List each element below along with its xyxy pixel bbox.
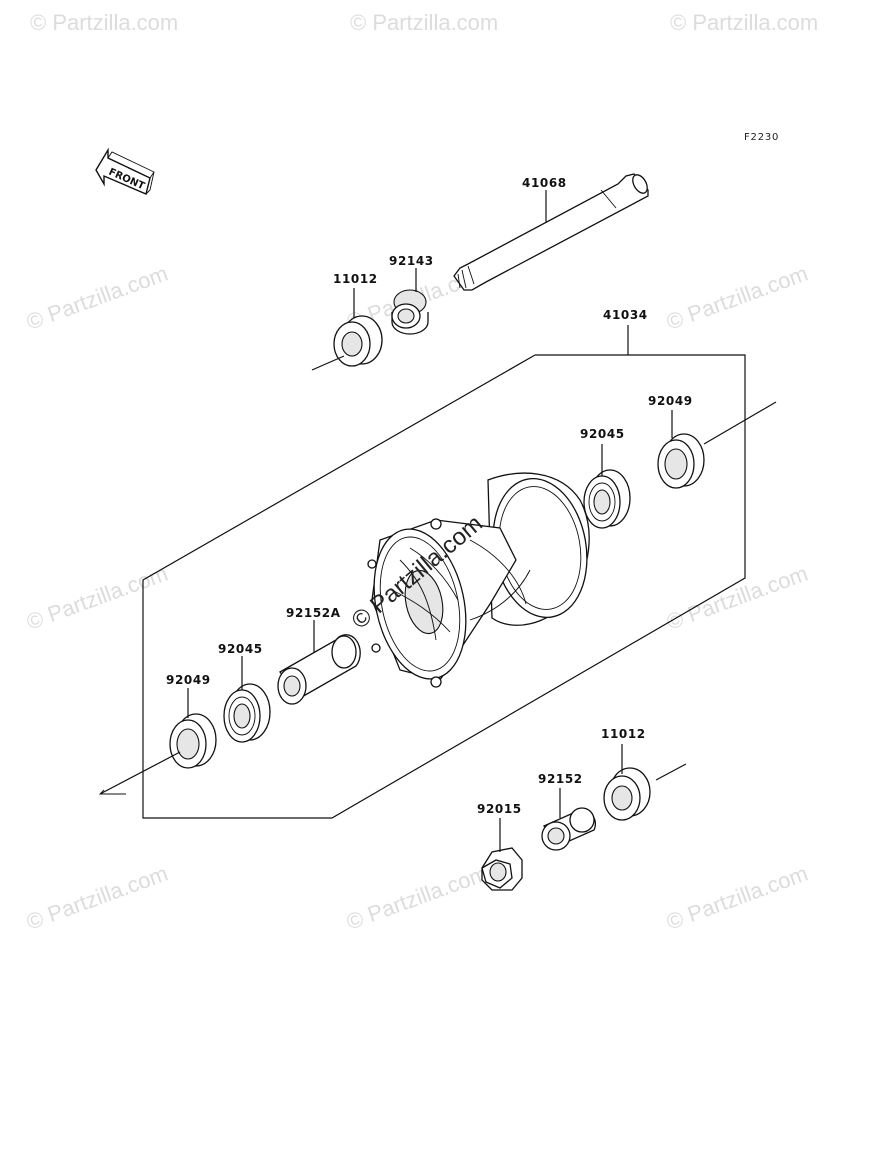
watermark: © Partzilla.com [23,261,171,335]
bearing-92045-right [583,444,631,529]
watermark: © Partzilla.com [30,10,178,35]
axle-41068 [453,173,649,291]
collar-92143 [391,268,429,335]
label-11012-bottom: 11012 [601,727,646,741]
wheel-hub-41034 [367,472,590,688]
watermark: © Partzilla.com [350,10,498,35]
nut-92015 [481,818,523,891]
part-labels: 41068 92143 11012 41034 92049 92045 9215… [166,176,693,816]
label-92152: 92152 [538,772,583,786]
label-41034: 41034 [603,308,648,322]
seal-92049-left [98,688,217,795]
seal-92049-right [657,401,777,489]
watermark: © Partzilla.com [670,10,818,35]
hub-assembly-frame [142,325,746,819]
watermark: © Partzilla.com [663,261,811,335]
seal-11012-top [311,288,383,371]
seal-11012-bottom [603,744,687,821]
collar-92152 [541,788,597,851]
watermark: © Partzilla.com [663,561,811,635]
label-92049-right: 92049 [648,394,693,408]
label-92045-left: 92045 [218,642,263,656]
label-92045-right: 92045 [580,427,625,441]
front-arrow-icon: FRONT [95,147,155,195]
watermark: © Partzilla.com [23,561,171,635]
diagram-code: F2230 [744,132,779,143]
watermark: © Partzilla.com [343,861,491,935]
label-41068: 41068 [522,176,567,190]
label-92143: 92143 [389,254,434,268]
bearing-92045-left [223,656,271,743]
watermark: © Partzilla.com [663,861,811,935]
label-92152a: 92152A [286,606,341,620]
spacer-92152a [277,620,361,705]
label-92049-left: 92049 [166,673,211,687]
label-11012-top: 11012 [333,272,378,286]
label-92015: 92015 [477,802,522,816]
watermark: © Partzilla.com [23,861,171,935]
